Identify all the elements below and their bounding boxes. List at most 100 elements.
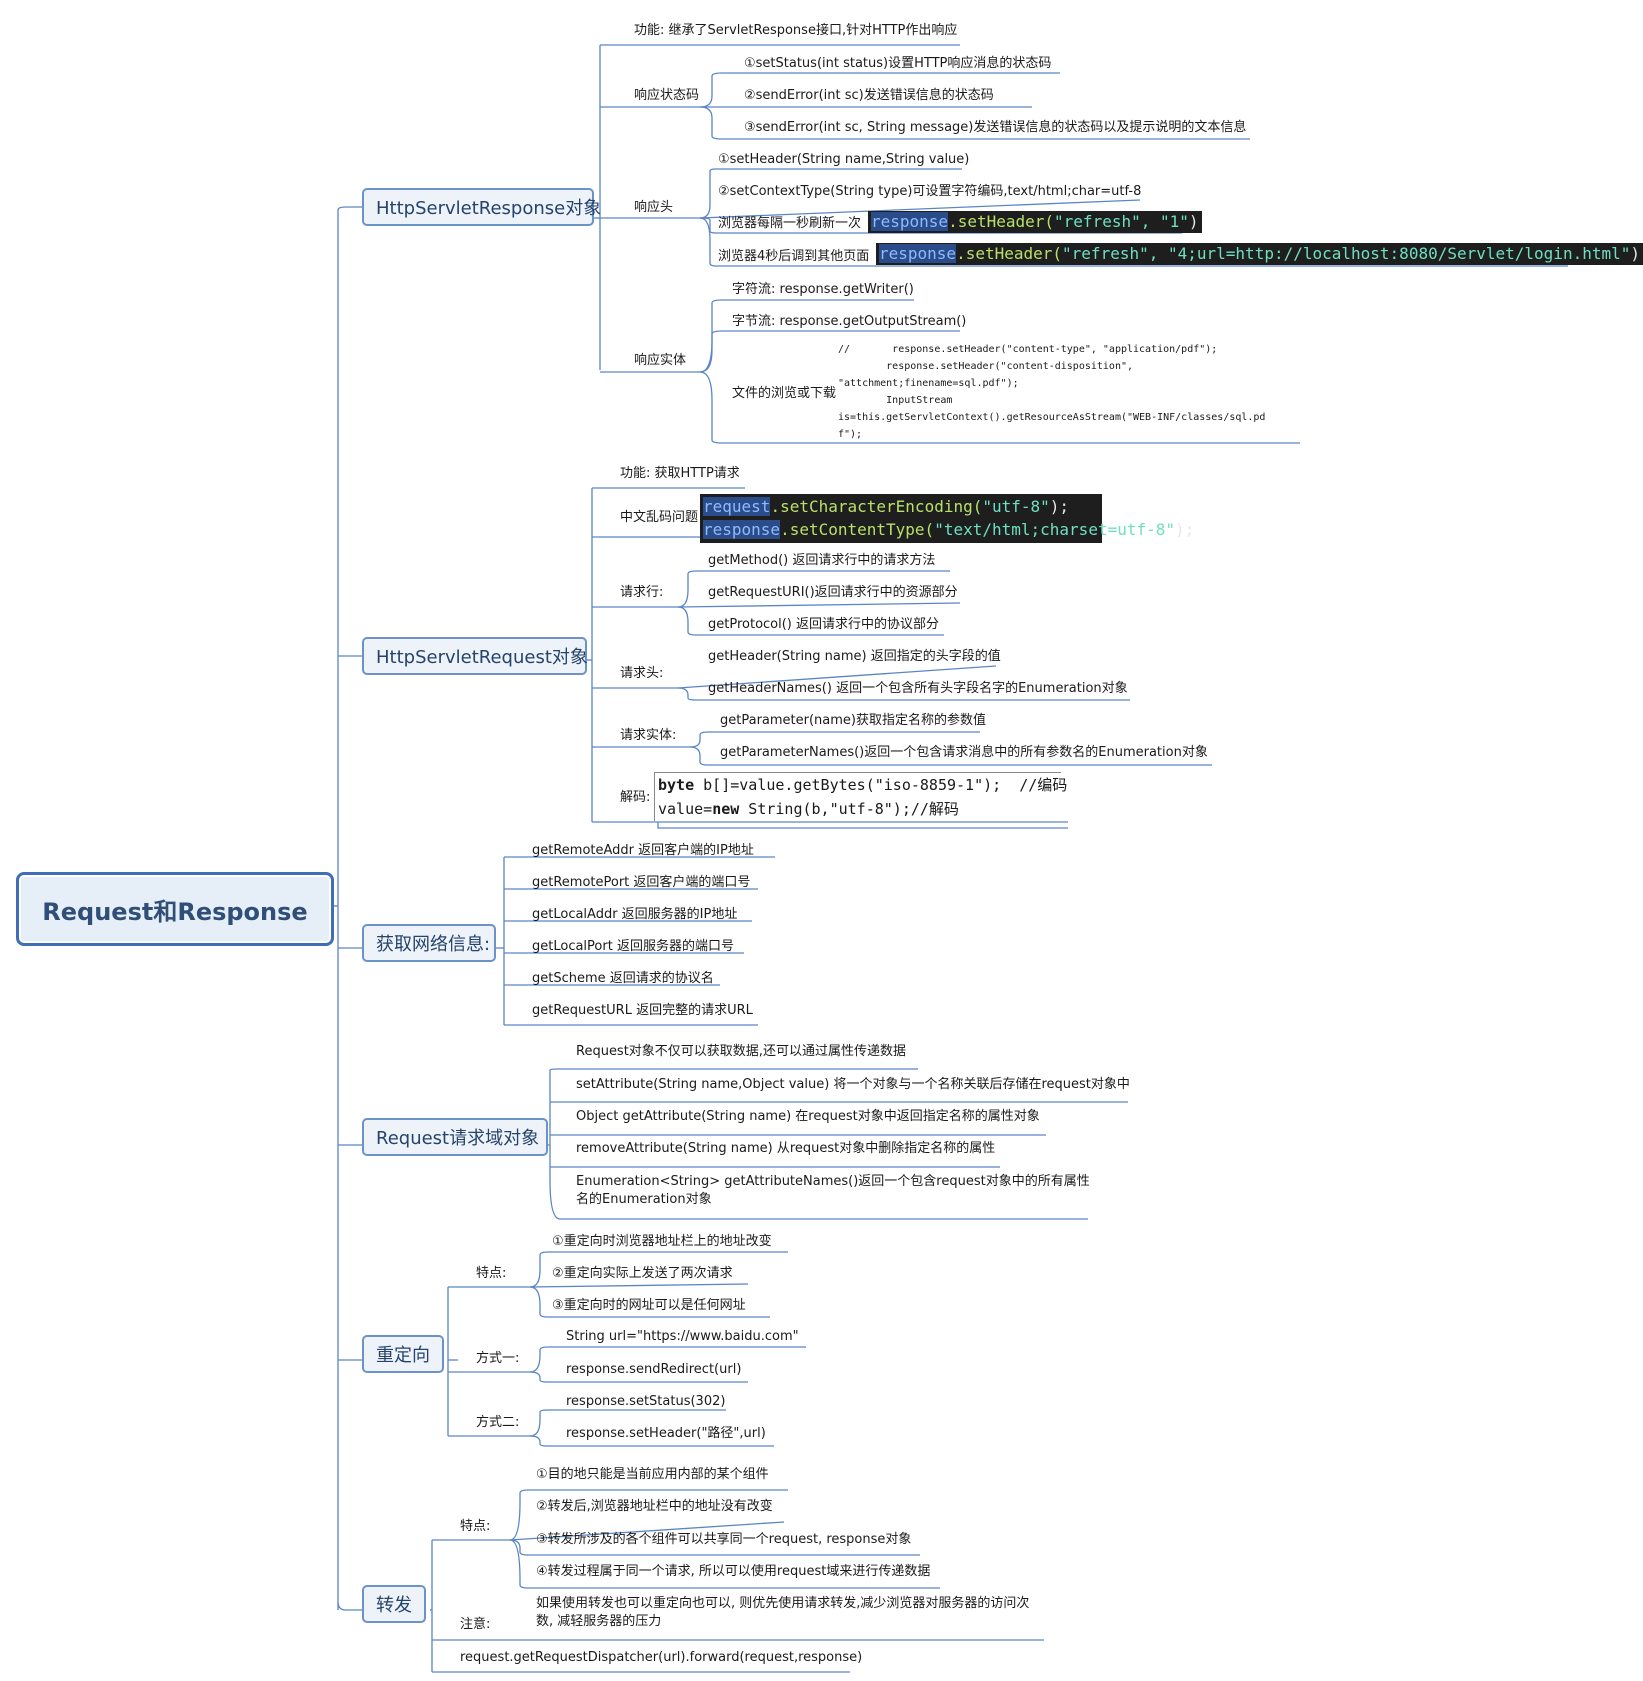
scope-item-line: Enumeration<String> getAttributeNames()返… xyxy=(576,1174,1090,1189)
char-stream[interactable]: 字符流: response.getWriter() xyxy=(732,282,914,297)
topic-request-scope[interactable]: Request请求域对象 xyxy=(362,1118,548,1156)
redirect-way2-item[interactable]: response.setStatus(302) xyxy=(566,1394,726,1409)
code-line: request.setCharacterEncoding("utf-8"); xyxy=(703,495,1099,518)
scope-item-line: 名的Enumeration对象 xyxy=(576,1192,712,1207)
redirect-feature-label[interactable]: 特点: xyxy=(476,1266,507,1281)
topic-label: 转发 xyxy=(376,1595,412,1616)
download-code[interactable]: // response.setHeader("content-type", "a… xyxy=(838,344,1266,440)
response-status-item[interactable]: ①setStatus(int status)设置HTTP响应消息的状态码 xyxy=(744,56,1052,71)
request-head-item[interactable]: getHeader(String name) 返回指定的头字段的值 xyxy=(708,649,1001,664)
code-line: response.setContentType("text/html;chars… xyxy=(703,518,1194,541)
refresh-4s-code[interactable]: response.setHeader("refresh", "4;url=htt… xyxy=(876,243,1643,265)
download-label[interactable]: 文件的浏览或下载 xyxy=(732,386,837,401)
response-header-item[interactable]: ②setContextType(String type)可设置字符编码,text… xyxy=(718,184,1142,199)
redirect-feature-item[interactable]: ②重定向实际上发送了两次请求 xyxy=(552,1266,733,1281)
topic-label: HttpServletResponse对象 xyxy=(376,198,602,219)
topic-http-servlet-response[interactable]: HttpServletResponse对象 xyxy=(362,188,601,226)
redirect-feature-item[interactable]: ③重定向时的网址可以是任何网址 xyxy=(552,1298,746,1313)
byte-stream[interactable]: 字节流: response.getOutputStream() xyxy=(732,314,967,329)
code-object: response xyxy=(703,520,781,539)
refresh-4s-label[interactable]: 浏览器4秒后调到其他页面 xyxy=(718,249,870,264)
code-end: ); xyxy=(1175,520,1195,539)
code-keyword: new xyxy=(712,800,740,818)
forward-note-label[interactable]: 注意: xyxy=(460,1617,491,1632)
root-topic[interactable]: Request和Response xyxy=(16,872,334,946)
redirect-way1-label[interactable]: 方式一: xyxy=(476,1351,520,1366)
request-function[interactable]: 功能: 获取HTTP请求 xyxy=(620,466,740,481)
note-line: 如果使用转发也可以重定向也可以, 则优先使用请求转发,减少浏览器对服务器的访问次 xyxy=(536,1596,1030,1611)
request-head-label[interactable]: 请求头: xyxy=(620,666,664,681)
code-string: "refresh", "1" xyxy=(1054,212,1189,231)
network-item[interactable]: getRequestURL 返回完整的请求URL xyxy=(532,1003,753,1018)
encoding-label[interactable]: 中文乱码问题 xyxy=(620,510,699,525)
request-line-label[interactable]: 请求行: xyxy=(620,585,664,600)
topic-forward[interactable]: 转发 xyxy=(362,1585,426,1623)
redirect-way1-item[interactable]: String url="https://www.baidu.com" xyxy=(566,1329,799,1344)
response-body-label[interactable]: 响应实体 xyxy=(634,353,687,368)
code-method: .setHeader( xyxy=(956,244,1063,263)
code-end: ) xyxy=(1188,212,1199,231)
topic-http-servlet-request[interactable]: HttpServletRequest对象 xyxy=(362,637,588,675)
scope-item[interactable]: removeAttribute(String name) 从request对象中… xyxy=(576,1141,996,1156)
forward-feature-item[interactable]: ④转发过程属于同一个请求, 所以可以使用request域来进行传递数据 xyxy=(536,1564,931,1579)
code-object: response xyxy=(879,244,957,263)
redirect-feature-item[interactable]: ①重定向时浏览器地址栏上的地址改变 xyxy=(552,1234,772,1249)
redirect-way2-item[interactable]: response.setHeader("路径",url) xyxy=(566,1426,766,1441)
code-string: "text/html;charset=utf-8" xyxy=(934,520,1176,539)
scope-item[interactable]: Object getAttribute(String name) 在reques… xyxy=(576,1109,1040,1124)
code-method: .setHeader( xyxy=(948,212,1055,231)
refresh-1s-label[interactable]: 浏览器每隔一秒刷新一次 xyxy=(718,216,862,231)
code-line: byte b[]=value.getBytes("iso-8859-1"); /… xyxy=(658,773,1067,797)
code-text: value= xyxy=(658,800,713,818)
response-status-item[interactable]: ③sendError(int sc, String message)发送错误信息… xyxy=(744,120,1247,135)
topic-label: Request请求域对象 xyxy=(376,1128,540,1149)
connector-lines xyxy=(331,44,1568,1673)
request-entity-item[interactable]: getParameter(name)获取指定名称的参数值 xyxy=(720,713,986,728)
encoding-code[interactable]: request.setCharacterEncoding("utf-8"); r… xyxy=(700,494,1194,543)
response-header-label[interactable]: 响应头 xyxy=(634,200,674,215)
topic-label: 重定向 xyxy=(376,1345,430,1366)
forward-feature-label[interactable]: 特点: xyxy=(460,1519,491,1534)
code-end: ); xyxy=(1049,497,1070,516)
topic-label: HttpServletRequest对象 xyxy=(376,647,588,668)
forward-feature-item[interactable]: ①目的地只能是当前应用内部的某个组件 xyxy=(536,1467,769,1482)
forward-feature-item[interactable]: ③转发所涉及的各个组件可以共享同一个request, response对象 xyxy=(536,1532,912,1547)
scope-item-last[interactable]: Enumeration<String> getAttributeNames()返… xyxy=(576,1173,1090,1209)
forward-call[interactable]: request.getRequestDispatcher(url).forwar… xyxy=(460,1650,863,1665)
request-entity-label[interactable]: 请求实体: xyxy=(620,728,677,743)
network-item[interactable]: getLocalPort 返回服务器的端口号 xyxy=(532,939,734,954)
response-header-item[interactable]: ①setHeader(String name,String value) xyxy=(718,152,970,167)
response-status-item[interactable]: ②sendError(int sc)发送错误信息的状态码 xyxy=(744,88,994,103)
topic-redirect[interactable]: 重定向 xyxy=(362,1335,444,1373)
network-item[interactable]: getLocalAddr 返回服务器的IP地址 xyxy=(532,907,738,922)
request-line-item[interactable]: getRequestURI()返回请求行中的资源部分 xyxy=(708,585,958,600)
forward-feature-item[interactable]: ②转发后,浏览器地址栏中的地址没有改变 xyxy=(536,1499,773,1514)
request-head-item[interactable]: getHeaderNames() 返回一个包含所有头字段名字的Enumerati… xyxy=(708,681,1128,696)
code-method: .setContentType( xyxy=(780,520,935,539)
network-item[interactable]: getRemoteAddr 返回客户端的IP地址 xyxy=(532,843,754,858)
network-item[interactable]: getScheme 返回请求的协议名 xyxy=(532,971,714,986)
code-end: ) xyxy=(1630,244,1641,263)
scope-item[interactable]: Request对象不仅可以获取数据,还可以通过属性传递数据 xyxy=(576,1044,906,1059)
response-status-label[interactable]: 响应状态码 xyxy=(634,88,700,103)
code-text: b[]=value.getBytes("iso-8859-1"); //编码 xyxy=(694,776,1068,794)
forward-note-text[interactable]: 如果使用转发也可以重定向也可以, 则优先使用请求转发,减少浏览器对服务器的访问次… xyxy=(536,1595,1029,1631)
code-object: response xyxy=(871,212,949,231)
decode-code[interactable]: byte b[]=value.getBytes("iso-8859-1"); /… xyxy=(654,772,1067,821)
redirect-way2-label[interactable]: 方式二: xyxy=(476,1415,520,1430)
network-item[interactable]: getRemotePort 返回客户端的端口号 xyxy=(532,875,751,890)
code-keyword: byte xyxy=(658,776,695,794)
redirect-way1-item[interactable]: response.sendRedirect(url) xyxy=(566,1362,742,1377)
code-object: request xyxy=(703,497,771,516)
request-line-item[interactable]: getProtocol() 返回请求行中的协议部分 xyxy=(708,617,940,632)
request-line-item[interactable]: getMethod() 返回请求行中的请求方法 xyxy=(708,553,936,568)
topic-network-info[interactable]: 获取网络信息: xyxy=(362,924,496,962)
code-text: String(b,"utf-8");//解码 xyxy=(739,800,959,818)
code-line: value=new String(b,"utf-8");//解码 xyxy=(658,797,1058,821)
code-string: "utf-8" xyxy=(982,497,1050,516)
decode-label[interactable]: 解码: xyxy=(620,790,651,805)
request-entity-item[interactable]: getParameterNames()返回一个包含请求消息中的所有参数名的Enu… xyxy=(720,745,1208,760)
scope-item[interactable]: setAttribute(String name,Object value) 将… xyxy=(576,1077,1130,1092)
response-function[interactable]: 功能: 继承了ServletResponse接口,针对HTTP作出响应 xyxy=(634,23,958,38)
refresh-1s-code[interactable]: response.setHeader("refresh", "1") xyxy=(868,211,1202,233)
